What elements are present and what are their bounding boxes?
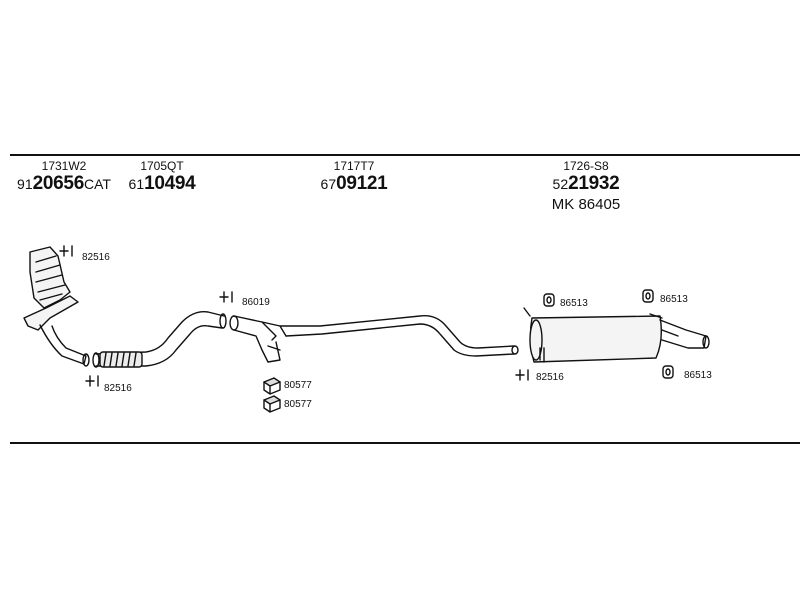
part-ref: 1705QT xyxy=(140,159,184,173)
middle-pipe-drawing[interactable] xyxy=(229,315,519,363)
part-catalytic-converter[interactable]: 1731W2 9120656CAT xyxy=(14,159,114,196)
part-front-pipe[interactable]: 1705QT 6110494 xyxy=(122,159,202,196)
callout-clamp[interactable]: 82516 xyxy=(104,383,132,394)
catalytic-converter-drawing[interactable] xyxy=(23,246,90,367)
rear-silencer-drawing[interactable] xyxy=(523,307,710,363)
callout-rubber-mount[interactable]: 86513 xyxy=(684,370,712,381)
rubber-mount-icon xyxy=(662,365,674,379)
part-number: 6110494 xyxy=(128,173,196,194)
part-ref: 1726-S8 xyxy=(563,159,609,173)
rubber-mount-icon xyxy=(543,293,555,307)
callout-clamp[interactable]: 82516 xyxy=(82,252,110,263)
part-ref: 1731W2 xyxy=(41,159,87,173)
mounting-block-icon xyxy=(263,377,281,395)
part-number: 6709121 xyxy=(320,173,388,194)
clamp-icon xyxy=(59,245,73,257)
part-ref: 1717T7 xyxy=(333,159,375,173)
part-middle-pipe[interactable]: 1717T7 6709121 xyxy=(314,159,394,196)
bottom-divider xyxy=(10,442,800,444)
callout-gasket[interactable]: 86019 xyxy=(242,297,270,308)
callout-mount[interactable]: 80577 xyxy=(284,380,312,391)
callout-rubber-mount[interactable]: 86513 xyxy=(660,294,688,305)
clamp-icon xyxy=(219,291,233,303)
callout-rubber-mount[interactable]: 86513 xyxy=(560,298,588,309)
clamp-icon xyxy=(85,375,99,387)
mounting-kit-number: MK 86405 xyxy=(551,196,621,213)
callout-mount[interactable]: 80577 xyxy=(284,399,312,410)
clamp-icon xyxy=(515,369,529,381)
top-divider xyxy=(10,154,800,156)
part-number: 5221932 xyxy=(552,173,620,194)
part-rear-silencer[interactable]: 1726-S8 5221932 MK 86405 xyxy=(524,159,648,214)
part-number: 9120656CAT xyxy=(17,173,111,194)
callout-clamp[interactable]: 82516 xyxy=(536,372,564,383)
front-pipe-drawing[interactable] xyxy=(92,311,227,368)
mounting-block-icon xyxy=(263,395,281,413)
rubber-mount-icon xyxy=(642,289,654,303)
